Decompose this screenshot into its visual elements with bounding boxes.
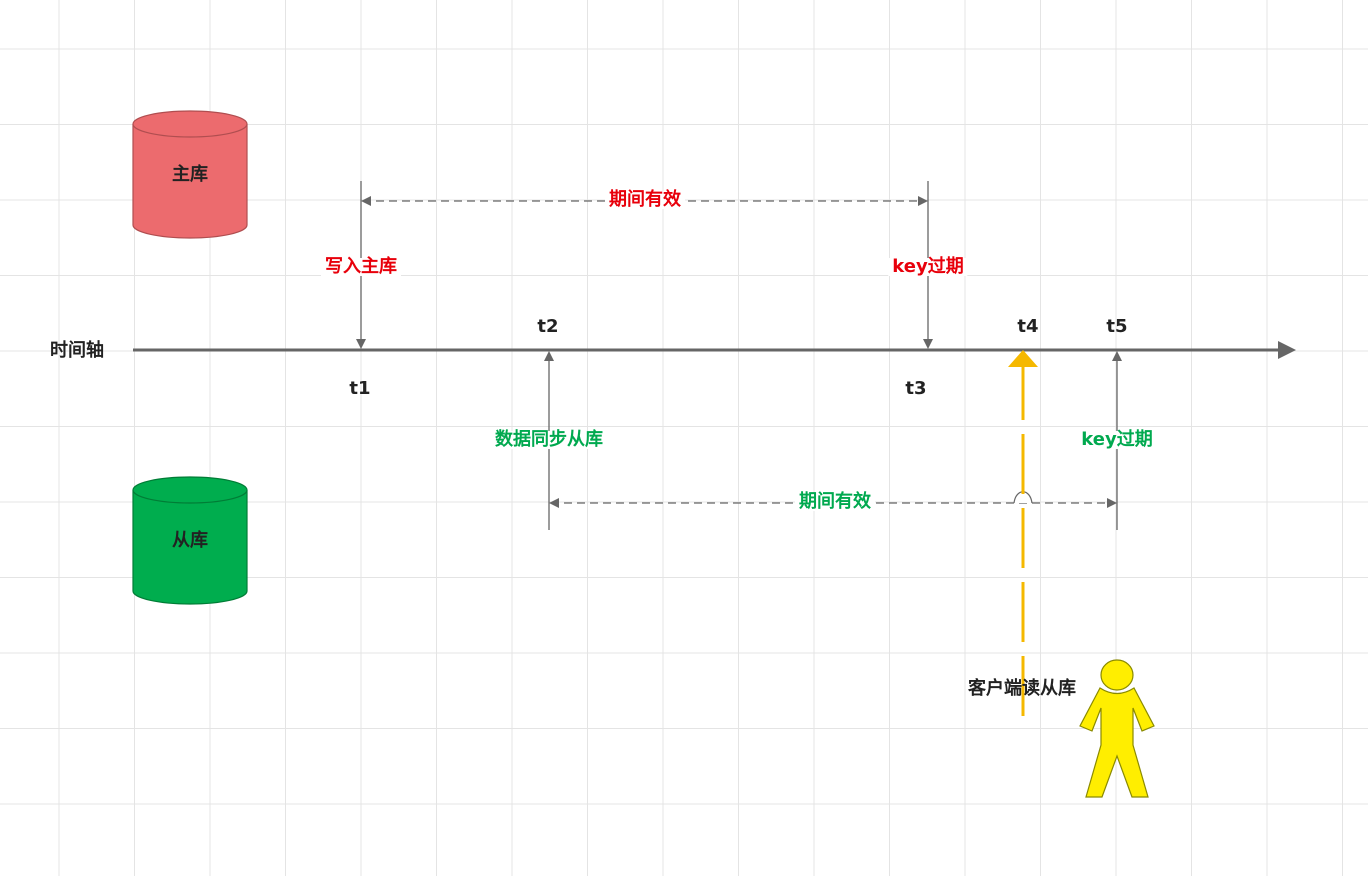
tick-t5: t5 (1106, 316, 1128, 337)
slave-db-top (132, 476, 248, 504)
client-read-arrowhead (1008, 350, 1038, 367)
write-master-label: 写入主库 (321, 258, 401, 276)
person-head (1100, 659, 1134, 691)
master-key-expire-label: key过期 (888, 258, 968, 276)
slave-db-cylinder-icon (132, 476, 248, 605)
client-label: 客户端读从库 (968, 678, 1076, 699)
master-db-cylinder-icon (132, 110, 248, 239)
slave-db-label: 从库 (172, 530, 208, 551)
tick-t4: t4 (1017, 316, 1039, 337)
tick-t3: t3 (905, 378, 927, 399)
slave-key-expire-label: key过期 (1077, 431, 1157, 449)
slave-valid-label: 期间有效 (795, 493, 875, 511)
master-valid-label: 期间有效 (605, 191, 685, 209)
sync-slave-label: 数据同步从库 (491, 431, 607, 449)
time-axis-arrowhead (1278, 341, 1296, 359)
master-db-label: 主库 (172, 164, 208, 185)
client-person-icon (1079, 659, 1155, 798)
tick-t2: t2 (537, 316, 559, 337)
person-body (1079, 687, 1155, 798)
time-axis-label: 时间轴 (50, 340, 104, 361)
slave-db-body (132, 490, 248, 605)
master-db-top (132, 110, 248, 138)
master-db-body (132, 124, 248, 239)
tick-t1: t1 (349, 378, 371, 399)
